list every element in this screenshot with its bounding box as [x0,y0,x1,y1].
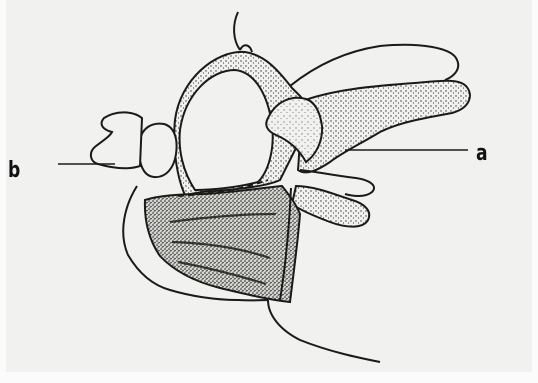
left-process [91,112,142,168]
left-condyle [139,124,176,177]
label-a: a [476,143,488,165]
upper-outline [290,45,458,86]
lower-body [145,186,300,302]
top-spur [234,12,252,52]
upper-right-process [298,81,470,173]
label-b: b [8,160,20,182]
lower-right-process [292,186,369,227]
